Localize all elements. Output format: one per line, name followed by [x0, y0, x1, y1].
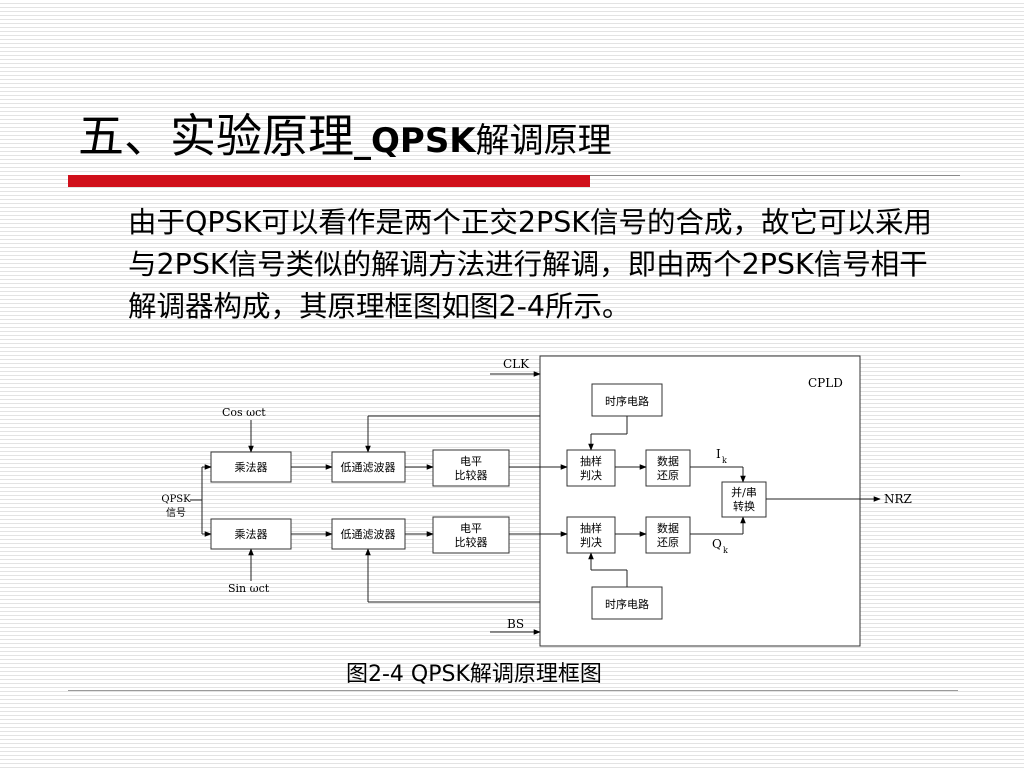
clk-label: CLK: [503, 357, 530, 371]
cos-carrier-label: Cos ωct: [222, 406, 266, 419]
data-restore-top-label-2: 还原: [657, 469, 679, 482]
comparator-top-label-2: 比较器: [455, 468, 488, 482]
comparator-top-box: [432, 449, 510, 487]
lpf-bottom-label: 低通滤波器: [341, 528, 396, 541]
q-subscript: k: [723, 546, 728, 555]
data-restore-top-label-1: 数据: [657, 454, 679, 468]
input-label-signal: 信号: [166, 507, 186, 519]
input-label-qpsk: QPSK: [161, 494, 191, 505]
data-restore-bottom-label-2: 还原: [657, 536, 679, 549]
timing-bottom-label: 时序电路: [605, 597, 649, 611]
lpf-top-box: [331, 451, 406, 483]
parallel-serial-box: [721, 481, 767, 518]
q-label: Q: [712, 537, 722, 551]
i-subscript: k: [722, 456, 727, 465]
ps-label-1: 并/串: [731, 485, 757, 499]
sin-carrier-label: Sin ωct: [228, 582, 270, 595]
comparator-top-label-1: 电平: [460, 455, 482, 468]
footer-rule: [68, 690, 958, 691]
comparator-bottom-label-1: 电平: [460, 522, 482, 535]
sampler-top-label-2: 判决: [580, 469, 602, 482]
timing-circuit-bottom-box: [591, 586, 663, 620]
bs-label: BS: [507, 617, 524, 631]
title-tail: 解调原理: [475, 121, 612, 161]
sampler-top-label-1: 抽样: [580, 454, 602, 468]
i-label: I: [716, 447, 721, 461]
sampler-bottom-label-2: 判决: [580, 536, 602, 549]
timing-top-label: 时序电路: [605, 394, 649, 408]
title-red-bar: [68, 175, 590, 187]
figure-caption: 图2-4 QPSK解调原理框图: [346, 662, 602, 687]
title-chinese: 五、实验原理: [78, 109, 354, 163]
nrz-label: NRZ: [884, 492, 912, 506]
sampler-bottom-label-1: 抽样: [580, 521, 602, 535]
title-qpsk: QPSK: [371, 121, 476, 161]
comparator-bottom-box: [432, 516, 510, 554]
timing-circuit-top-box: [591, 383, 663, 417]
lpf-top-label: 低通滤波器: [341, 461, 396, 474]
cpld-boundary: [539, 355, 861, 647]
ps-label-2: 转换: [733, 499, 755, 513]
cpld-label: CPLD: [808, 376, 843, 390]
title-separator: _: [354, 121, 371, 161]
body-paragraph: 由于QPSK可以看作是两个正交2PSK信号的合成，故它可以采用与2PSK信号类似…: [128, 206, 932, 323]
comparator-bottom-label-2: 比较器: [455, 535, 488, 549]
multiplier-top-label: 乘法器: [235, 460, 268, 474]
slide-title: 五、实验原理 _ QPSK 解调原理: [78, 100, 612, 164]
data-restore-bottom-label-1: 数据: [657, 521, 679, 535]
multiplier-bottom-label: 乘法器: [235, 527, 268, 541]
title-gray-rule: [590, 175, 960, 176]
